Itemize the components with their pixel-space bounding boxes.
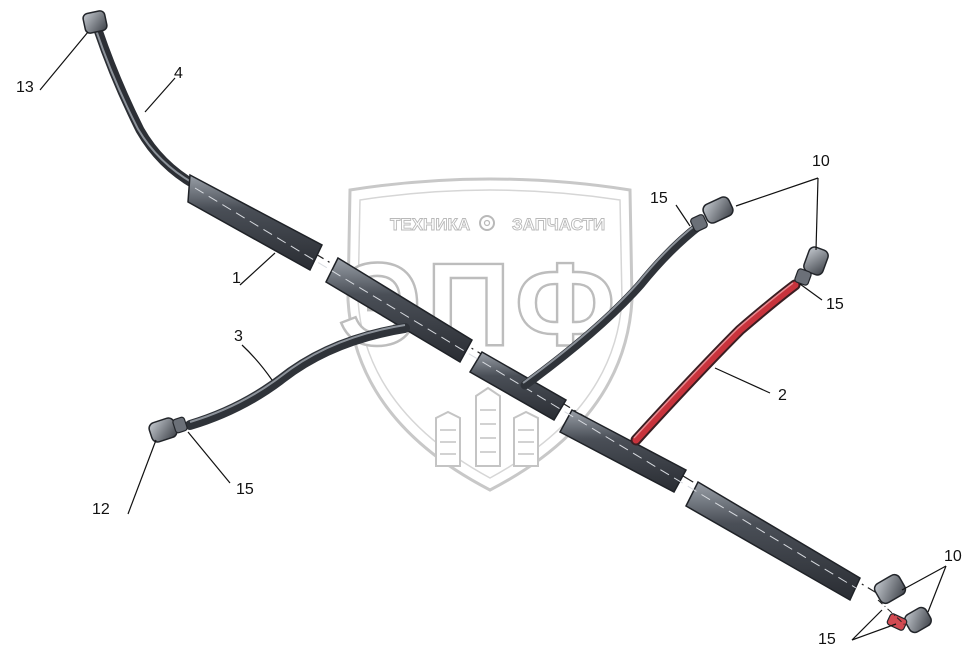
fitting-10-bottom (873, 573, 932, 634)
callout-15-top: 15 (650, 190, 668, 207)
callout-10-top: 10 (812, 153, 830, 170)
hose-2 (630, 279, 801, 446)
watermark-shield (346, 177, 634, 492)
sleeve-segment-a (187, 173, 323, 272)
watermark-brand-left: ТЕХНИКА (390, 215, 470, 234)
sleeve-segment-e (685, 480, 861, 602)
callout-3: 3 (234, 328, 243, 345)
hose-3 (185, 323, 410, 430)
watermark-logo: ТЕХНИКА ЗАПЧАСТИ ЭПФ (337, 177, 634, 492)
watermark-gear-icon (479, 215, 495, 231)
watermark-bolt-icons (435, 386, 539, 467)
callout-15-bottom: 15 (818, 631, 836, 648)
leader-lines (39, 31, 947, 641)
callout-13: 13 (16, 79, 34, 96)
watermark-brand-right: ЗАПЧАСТИ (512, 215, 605, 234)
callout-15-left: 15 (236, 481, 254, 498)
callout-10-bottom: 10 (944, 548, 962, 565)
fitting-13 (82, 10, 108, 34)
fitting-12 (148, 416, 188, 443)
watermark-shield-inner (357, 189, 623, 479)
fitting-10-top (690, 196, 734, 232)
callout-1: 1 (232, 270, 241, 287)
hose-center (520, 220, 705, 390)
sleeve-segment-c (468, 350, 568, 422)
callout-4: 4 (174, 65, 183, 82)
callout-12: 12 (92, 501, 110, 518)
sleeve-segment-d (558, 408, 688, 494)
hose-4 (93, 25, 200, 190)
callout-labels: 13 4 1 3 12 15 15 10 15 2 10 15 (16, 65, 962, 648)
fitting-10-right (794, 246, 829, 286)
watermark-logo-letters: ЭПФ (338, 239, 619, 371)
sleeve-segment-b (325, 256, 474, 364)
callout-15-right: 15 (826, 296, 844, 313)
callout-2: 2 (778, 387, 787, 404)
